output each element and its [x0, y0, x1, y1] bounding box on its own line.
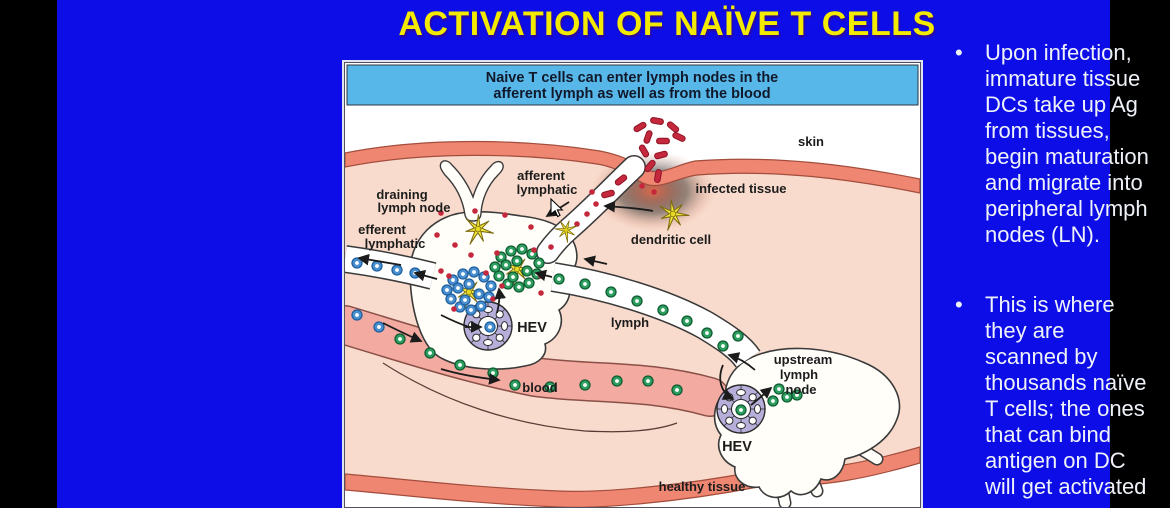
- figure-diagram: Naive T cells can enter lymph nodes in t…: [344, 62, 921, 508]
- t-cell-entering-hev: [735, 404, 747, 416]
- bullet-line: peripheral lymph: [985, 196, 1148, 221]
- bullet-line: Upon infection,: [985, 40, 1132, 65]
- bullet-line: antigen on DC: [985, 448, 1126, 473]
- bullet-line: from tissues,: [985, 118, 1110, 143]
- figure-caption: Naive T cells can enter lymph nodes in t…: [346, 64, 919, 106]
- lymph-node-diagram: Naive T cells can enter lymph nodes in t…: [345, 64, 920, 507]
- bullet-item: • This is where they are scanned by thou…: [955, 292, 1167, 500]
- label-dendritic-cell: dendritic cell: [631, 232, 711, 247]
- bullet-line: immature tissue: [985, 66, 1141, 91]
- mouse-cursor: [550, 197, 564, 218]
- bullet-line: DCs take up Ag: [985, 92, 1138, 117]
- bullet-item: • Upon infection, immature tissue DCs ta…: [955, 40, 1167, 248]
- label-efferent-1: efferent: [358, 222, 406, 237]
- bullet-marker: •: [955, 292, 963, 317]
- bullet-line: T cells; the ones: [985, 396, 1145, 421]
- bullet-text: This is where they are scanned by thousa…: [985, 292, 1167, 500]
- label-skin: skin: [798, 134, 824, 149]
- slide-title: ACTIVATION OF NAÏVE T CELLS: [398, 5, 936, 43]
- label-afferent-1: afferent: [517, 168, 565, 183]
- bullet-line: will get activated: [985, 474, 1147, 499]
- draining-node-horn: [439, 160, 504, 222]
- label-healthy-tissue: healthy tissue: [659, 479, 746, 494]
- bullet-line: they are: [985, 318, 1065, 343]
- bullet-line: that can bind: [985, 422, 1111, 447]
- caption-line2: afferent lymph as well as from the blood: [493, 86, 770, 102]
- bullet-line: nodes (LN).: [985, 222, 1100, 247]
- bullet-text: Upon infection, immature tissue DCs take…: [985, 40, 1167, 248]
- label-upstream-3: node: [785, 382, 816, 397]
- label-hev-upstream: HEV: [722, 439, 752, 455]
- label-blood: blood: [522, 380, 557, 395]
- label-draining-1: draining: [376, 187, 427, 202]
- upstream-lymph-node: [713, 347, 901, 507]
- healthy-tissue-band: [345, 446, 920, 507]
- bullet-line: This is where: [985, 292, 1115, 317]
- bullet-line: and migrate into: [985, 170, 1143, 195]
- label-upstream-1: upstream: [774, 352, 833, 367]
- caption-line1: Naive T cells can enter lymph nodes in t…: [486, 70, 779, 86]
- slide-bullet-list: • Upon infection, immature tissue DCs ta…: [955, 40, 1167, 500]
- bullet-line: thousands naïve: [985, 370, 1147, 395]
- label-hev-draining: HEV: [517, 320, 547, 336]
- slide-background: ACTIVATION OF NAÏVE T CELLS: [57, 0, 1149, 508]
- label-upstream-2: lymph: [780, 367, 818, 382]
- label-draining-2: lymph node: [378, 200, 451, 215]
- label-afferent-2: lymphatic: [517, 182, 578, 197]
- label-efferent-2: lymphatic: [365, 236, 426, 251]
- bullet-marker: •: [955, 40, 963, 65]
- t-cell-entering-hev: [484, 321, 496, 333]
- bullet-line: begin maturation: [985, 144, 1149, 169]
- label-infected-tissue: infected tissue: [695, 181, 786, 196]
- label-lymph: lymph: [611, 315, 649, 330]
- bullet-line: scanned by: [985, 344, 1098, 369]
